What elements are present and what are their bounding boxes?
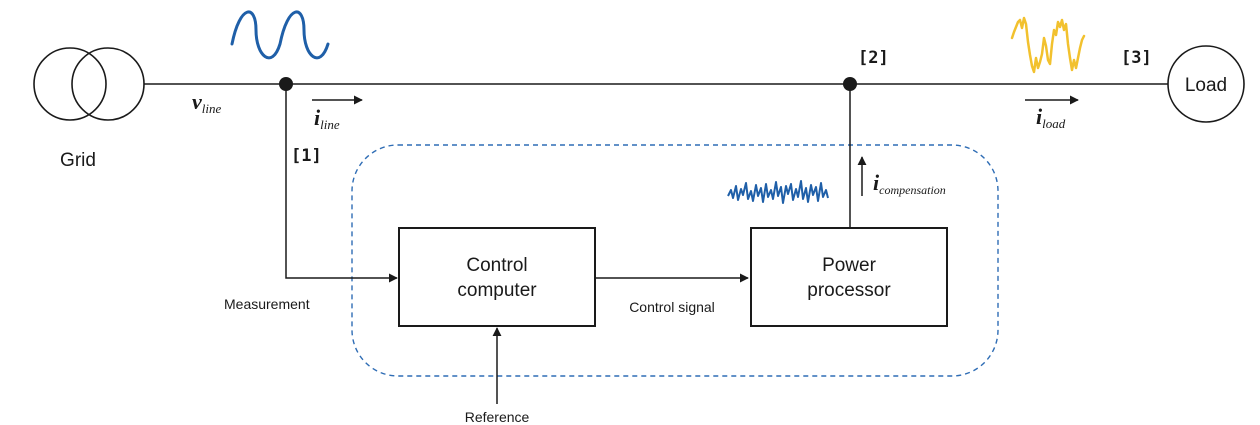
v-line-label: vline [192, 89, 221, 116]
measurement-line [285, 84, 398, 283]
node-1-label: [1] [291, 146, 322, 166]
power-processor-label-line1: Power [822, 255, 877, 276]
i-compensation-label: icompensation [873, 170, 946, 197]
node-3-label: [3] [1121, 48, 1152, 68]
i-compensation-subscript: compensation [879, 183, 946, 197]
i-line-symbol: i [314, 105, 321, 130]
grid-label: Grid [60, 150, 96, 171]
i-load-subscript: load [1042, 116, 1066, 131]
v-line-subscript: line [202, 101, 222, 116]
i-compensation-symbol: i [873, 170, 880, 195]
compensation-current-wave [727, 180, 829, 204]
reference-label: Reference [465, 409, 530, 425]
power-processor-label-line2: processor [807, 280, 891, 301]
compensator-boundary [351, 144, 999, 377]
load-circle [1167, 45, 1245, 123]
grid-transformer-right-circle [71, 47, 145, 121]
v-line-symbol: v [192, 89, 202, 114]
line-voltage-sine-wave [230, 10, 330, 60]
load-label: Load [1185, 75, 1227, 96]
node-2-label: [2] [858, 48, 889, 68]
control-computer-label-line1: Control [466, 255, 527, 276]
load-current-distorted-wave [1010, 16, 1086, 74]
i-line-subscript: line [320, 117, 340, 132]
control-computer-label-line2: computer [457, 280, 537, 301]
measurement-label: Measurement [224, 296, 310, 312]
power-processor-block [750, 227, 948, 327]
i-load-symbol: i [1036, 104, 1043, 129]
i-line-label: iline [314, 105, 340, 132]
i-load-label: iload [1036, 104, 1066, 131]
control-computer-block [398, 227, 596, 327]
grid-transformer-left-circle [33, 47, 107, 121]
control-signal-label: Control signal [629, 299, 715, 315]
